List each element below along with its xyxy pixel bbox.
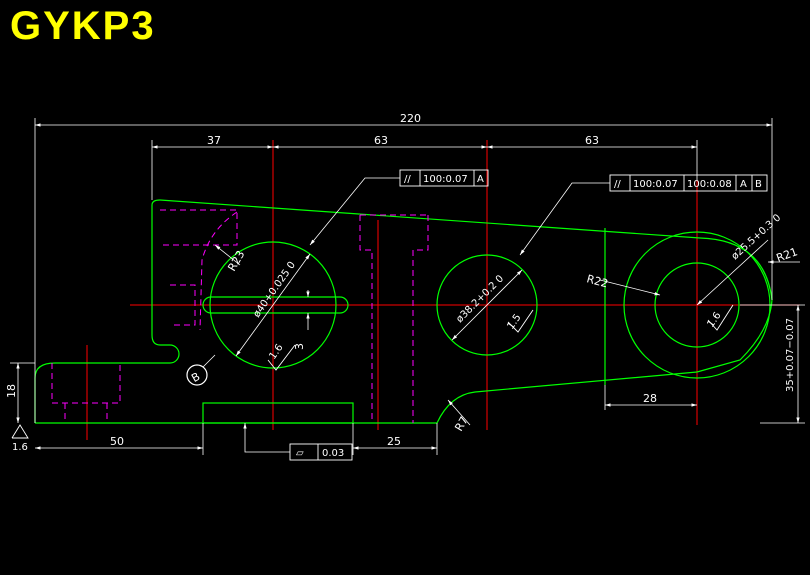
roughness-symbol-left — [267, 344, 296, 371]
dim-63b: 63 — [585, 134, 599, 147]
gtol-left-symbol: // — [404, 174, 411, 185]
gtol-right-datum1: A — [740, 179, 747, 190]
gtol-frame-right — [609, 174, 768, 192]
gtol-left-tol: 100:0.07 — [423, 174, 468, 185]
dim-63a: 63 — [374, 134, 388, 147]
drawing-title: GYKP3 — [10, 4, 156, 48]
radius-r23: R23 — [225, 248, 247, 273]
hidden-pocket-top — [160, 209, 238, 246]
gtol-flatness-symbol: ▱ — [296, 448, 304, 459]
base-top-edge — [34, 362, 170, 379]
roughness-symbol-right — [707, 304, 734, 331]
dim-3: 3 — [293, 343, 306, 350]
roughness-base-value: 1.6 — [12, 442, 28, 453]
hidden-arc-r23 — [199, 211, 238, 331]
middle-hole — [436, 254, 538, 356]
part-outline — [34, 199, 773, 424]
hidden-lines — [51, 209, 429, 423]
roughness-left-value: 1.6 — [267, 342, 285, 361]
roughness-symbol-mid — [507, 309, 534, 333]
gtol-flatness-tol: 0.03 — [322, 448, 344, 459]
gtol-right-tol2: 100:0.08 — [687, 179, 732, 190]
gtol-right-tol1: 100:0.07 — [633, 179, 678, 190]
roughness-symbols — [11, 304, 734, 439]
left-body-edge — [151, 199, 180, 364]
hidden-slot-left — [359, 215, 373, 423]
radius-r7: R7 — [452, 414, 471, 433]
gtol-right-datum2: B — [755, 179, 762, 190]
dim-25: 25 — [387, 435, 401, 448]
right-hole — [654, 262, 740, 348]
roughness-symbol-base — [11, 424, 29, 439]
dim-height-tol: 35+0.07−0.07 — [785, 318, 796, 392]
gtol-frame-left — [399, 169, 489, 187]
dim-37: 37 — [207, 134, 221, 147]
hole-left-label: ø40+0.025 0 — [251, 260, 298, 320]
dim-overall: 220 — [400, 112, 421, 125]
top-sloped-edge — [159, 199, 701, 239]
roughness-mid-value: 1.5 — [505, 312, 523, 331]
dimension-lines — [10, 118, 805, 455]
datum-b-circle — [186, 364, 208, 386]
dim-18: 18 — [5, 384, 18, 398]
hidden-slot-right — [412, 215, 429, 423]
gtol-right-symbol: // — [614, 179, 621, 190]
hidden-pocket-left — [170, 284, 196, 326]
hidden-base-counterbore — [64, 403, 108, 423]
roughness-right-value: 1.6 — [705, 310, 723, 329]
gtol-frame-flatness — [289, 443, 353, 461]
gtol-left-datum: A — [477, 174, 484, 185]
hole-middle-label: ø38.2+0.2 0 — [454, 273, 506, 325]
left-hole — [209, 241, 337, 369]
lower-sloped-edge — [436, 371, 698, 424]
radius-r22: R22 — [585, 272, 609, 290]
base-step — [202, 402, 354, 424]
hidden-base-hole — [51, 363, 121, 404]
dim-50: 50 — [110, 435, 124, 448]
dim-28: 28 — [643, 392, 657, 405]
